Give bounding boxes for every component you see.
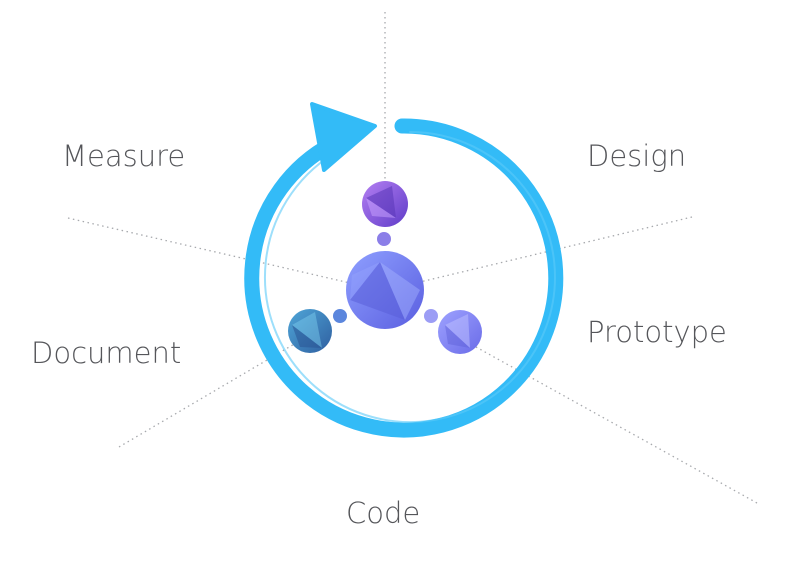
stage-label-document: Document xyxy=(31,336,182,370)
right-node xyxy=(438,310,482,354)
connector-dot-right xyxy=(424,309,438,323)
guide-line-measure xyxy=(67,217,351,284)
left-node xyxy=(288,309,332,353)
guide-line-prototype xyxy=(475,346,758,504)
guide-line-document xyxy=(118,342,297,448)
connector-dot-left xyxy=(333,309,347,323)
guide-lines xyxy=(67,12,758,504)
circular-arrow-icon xyxy=(244,102,564,438)
stage-label-code: Code xyxy=(346,496,421,530)
cycle-arrowhead xyxy=(310,102,377,172)
stage-label-prototype: Prototype xyxy=(587,315,727,349)
molecule-nodes-icon xyxy=(288,181,482,354)
stage-label-measure: Measure xyxy=(62,139,186,173)
connector-dot-top xyxy=(377,232,391,246)
cycle-arrow-stroke-texture xyxy=(264,131,556,423)
stage-label-design: Design xyxy=(587,139,687,173)
cycle-arrow-stroke xyxy=(244,118,564,438)
center-node xyxy=(346,251,424,329)
top-node xyxy=(362,181,408,227)
